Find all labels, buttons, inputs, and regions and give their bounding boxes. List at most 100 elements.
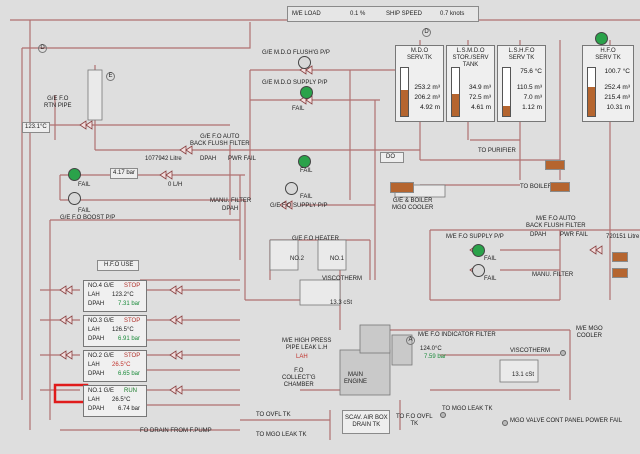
me-flow-counter: 720151 Litre [606,234,640,240]
ge-fo-auto-filter-label: G/E F.O AUTO BACK FLUSH FILTER [190,134,250,147]
ge-mdo-supply-pump[interactable] [300,86,313,99]
flow-rate: 0 L/H [168,182,183,188]
to-ovfl-label: TO OVFL TK [256,412,291,418]
ge-temp: 123.2°C [112,292,134,298]
to-mgo-leak-label-2: TO MGO LEAK TK [442,406,493,412]
fail-label-supply-1: FAIL [300,168,313,174]
ge-fo-boost-label: G/E F.O BOOST P/P [60,215,116,221]
ge-no3-panel: NO.3 G/E STOP LAH 126.5°C DPAH 6.91 bar [83,315,147,347]
lah-label: LAH [88,362,100,368]
indicator-dot [502,420,508,426]
tank-level-bar [502,67,511,117]
ge-press: 7.31 bar [118,301,141,307]
mgo-valve-power-fail-label: MGO VALVE CONT PANEL POWER FAIL [510,418,623,424]
lah-label: LAH [88,397,100,403]
temp-readout: 123.1°C [22,122,50,133]
temp-value: 123.1°C [25,124,47,130]
tank-value: 252.4 m³ [604,84,630,91]
me-fo-auto-filter-label: M/E F.O AUTO BACK FLUSH FILTER [526,216,586,229]
tank-name: L.S.M.D.O STOR./SERV TANK [452,48,489,68]
ge-no4-panel: NO.4 G/E STOP LAH 123.2°C DPAH 7.31 bar [83,280,147,312]
marker-d: D [38,44,47,53]
ge-name: NO.4 G/E [88,283,115,289]
to-fo-ovfl-label: TO F.O OVFL TK [396,414,433,427]
visc-value: 13.3 cSt [330,300,353,306]
scav-air-label: SCAV. AIR BOX DRAIN TK [345,415,388,428]
ge-temp: 126.5°C [112,327,134,333]
ge-fo-heater-label: G/E F.O HEATER [292,236,339,242]
valve-indicator-4 [612,252,628,262]
tank-value: 206.2 m³ [414,94,440,101]
tank-name: L.S.H.F.O SERV TK [508,48,535,61]
to-purifier-label: TO PURIFIER [478,148,516,154]
scav-air-drain-tank: SCAV. AIR BOX DRAIN TK [342,410,390,434]
ge-temp: 26.5°C [112,362,131,368]
ge-status: STOP [124,283,141,289]
marker-d-2: D [422,28,431,37]
dpah-label-3: DPAH [530,232,547,238]
me-temp: 124.0°C [420,346,442,352]
main-engine-label: MAIN ENGINE [344,372,368,385]
me-load-value: 0.1 % [350,11,366,17]
heater-no2-label: NO.2 [290,256,305,262]
ge-temp: 26.5°C [112,397,131,403]
ge-fo-supply-pump-2[interactable] [285,182,298,195]
fail-label-me-2: FAIL [484,276,497,282]
fo-drain-label: FO DRAIN FROM F.PUMP [140,428,212,434]
me-fo-indicator-filter-label: M/E F.O INDICATOR FILTER [418,332,496,338]
tank-value: 72.5 m³ [468,94,491,101]
tank-mdo-serv: M.D.O SERV.TK 253.2 m³ 206.2 m³ 4.92 m [395,45,444,122]
viscotherm-label-2: VISCOTHERM [510,348,551,354]
visc-value-2: 13.1 cSt [512,372,535,378]
tank-value: 34.9 m³ [468,84,491,91]
ge-fo-rtn-pipe-label: G/E F.O RTN PIPE [44,96,72,109]
ge-mdo-flushing-label: G/E M.D.O FLUSH'G P/P [262,50,330,56]
me-high-press-leak-label: M/E HIGH PRESS PIPE LEAK L.H [282,338,332,351]
do-indicator: DO [380,152,404,163]
valve-indicator-3 [545,160,565,170]
dpah-label: DPAH [200,156,217,162]
tank-name: M.D.O SERV.TK [406,48,432,61]
me-fo-supply-label: M/E F.O SUPPLY P/P [446,234,504,240]
indicator-dot [560,350,566,356]
fail-label-boost-2: FAIL [78,208,91,214]
me-fo-supply-pump-2[interactable] [472,264,485,277]
pressure-value: 4.17 bar [113,170,136,176]
pressure-readout: 4.17 bar [110,168,138,179]
dpah-label: DPAH [88,406,105,412]
ge-no1-panel: NO.1 G/E RUN LAH 26.5°C DPAH 6.74 bar [83,385,147,417]
tank-level-bar [400,67,409,117]
tank-value: 100.7 °C [604,68,630,75]
tank-value: 110.5 m³ [516,84,542,91]
ge-fo-supply-pump-1[interactable] [298,155,311,168]
manu-filter-label: MANU. FILTER [210,198,252,204]
lah-label: LAH [88,327,100,333]
ge-mdo-supply-label: G/E M.D.O SUPPLY P/P [262,80,328,86]
ge-status: RUN [124,388,137,394]
fail-label-me-1: FAIL [484,256,497,262]
fail-label: FAIL [292,106,305,112]
ge-status: STOP [124,318,141,324]
ge-fo-supply-label: G/E F.O SUPPLY P/P [270,203,328,209]
tank-level-bar [451,67,460,117]
do-label: DO [386,154,395,160]
viscotherm-label: VISCOTHERM [322,276,363,282]
pwr-fail-label-2: PWR FAIL [560,232,589,238]
ship-speed-label: SHIP SPEED [386,11,422,17]
tank-value: 4.61 m [471,104,491,111]
me-fo-supply-pump-1[interactable] [472,244,485,257]
ge-fo-boost-pump-1[interactable] [68,168,81,181]
ge-name: NO.2 G/E [88,353,115,359]
tank-lshfo: L.S.H.F.O SERV TK 75.6 °C 110.5 m³ 7.0 m… [497,45,546,122]
indicator-dot [440,412,446,418]
tank-value: 4.92 m [420,104,440,111]
hfo-pump[interactable] [595,32,608,45]
ge-status: STOP [124,353,141,359]
ge-fo-boost-pump-2[interactable] [68,192,81,205]
me-press: 7.59 bar [424,354,447,360]
ge-mdo-flushing-pump[interactable] [298,56,311,69]
fail-label-boost-1: FAIL [78,182,91,188]
pwr-fail-label: PWR FAIL [228,156,257,162]
